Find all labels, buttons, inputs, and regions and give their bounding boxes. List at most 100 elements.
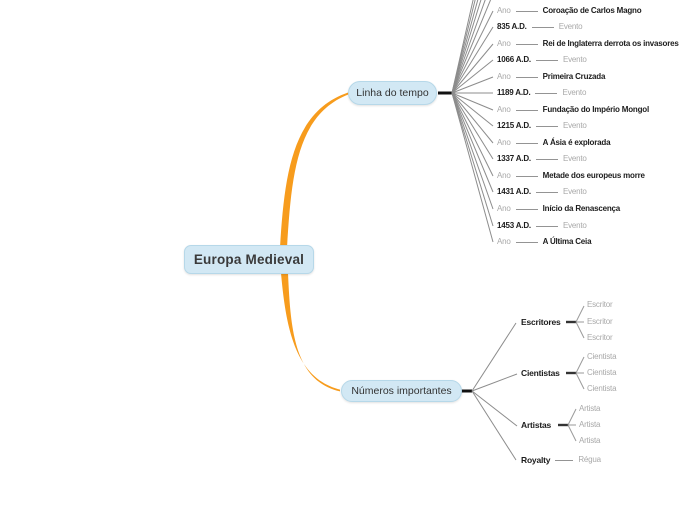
- timeline-row[interactable]: Ano A Ásia é explorada: [497, 137, 611, 149]
- row-right-label: Fundação do Império Mongol: [542, 105, 650, 114]
- category-artistas[interactable]: Artistas: [521, 419, 551, 431]
- child-topic[interactable]: Cientista: [587, 367, 617, 379]
- row-left-label: Ano: [497, 138, 511, 147]
- timeline-row[interactable]: Ano Fundação do Império Mongol: [497, 104, 649, 116]
- row-connector-dash: [515, 241, 538, 243]
- row-left-label: 1215 A.D.: [497, 121, 531, 130]
- row-connector-dash: [515, 142, 538, 144]
- child-topic-label: Régua: [578, 455, 601, 464]
- row-right-label: A Ásia é explorada: [542, 138, 611, 147]
- row-right-label: Evento: [558, 22, 583, 31]
- timeline-row[interactable]: 1215 A.D. Evento: [497, 120, 587, 132]
- row-connector-dash: [515, 175, 538, 177]
- child-topic[interactable]: Artista: [579, 435, 600, 447]
- category-label: Cientistas: [521, 368, 560, 378]
- row-left-label: 1431 A.D.: [497, 187, 531, 196]
- row-right-label: Metade dos europeus morre: [542, 171, 645, 180]
- timeline-row[interactable]: 1431 A.D. Evento: [497, 186, 587, 198]
- timeline-row[interactable]: 1189 A.D. Evento: [497, 87, 586, 99]
- row-connector-dash: [535, 125, 558, 127]
- row-left-label: Ano: [497, 204, 511, 213]
- row-left-label: Ano: [497, 72, 511, 81]
- timeline-row[interactable]: 835 A.D. Evento: [497, 21, 583, 33]
- child-topic[interactable]: Artista: [579, 403, 600, 415]
- category-label: Artistas: [521, 420, 552, 430]
- row-left-label: 1189 A.D.: [497, 88, 531, 97]
- central-topic-label: Europa Medieval: [193, 252, 305, 267]
- branch-stub-lines: [438, 91, 472, 393]
- timeline-fan: [451, 0, 494, 243]
- row-left-label: Ano: [497, 171, 511, 180]
- row-left-label: 1066 A.D.: [497, 55, 531, 64]
- child-topic-label: Cientista: [587, 352, 617, 361]
- category-label: Escritores: [521, 317, 561, 327]
- row-connector-dash: [515, 109, 538, 111]
- row-right-label: Evento: [562, 88, 587, 97]
- branch-curve-bottom: [281, 273, 340, 392]
- branch-label: Números importantes: [351, 385, 452, 397]
- timeline-row[interactable]: 1337 A.D. Evento: [497, 153, 587, 165]
- category-sub-fans: [567, 305, 585, 442]
- branch-node-numeros-importantes[interactable]: Números importantes: [341, 380, 462, 402]
- category-stub-lines: [558, 320, 576, 427]
- row-right-label: Evento: [562, 121, 587, 130]
- child-topic-label: Escritor: [587, 333, 613, 342]
- child-topic[interactable]: Artista: [579, 419, 600, 431]
- row-right-label: Primeira Cruzada: [542, 72, 606, 81]
- row-connector-dash: [535, 59, 558, 61]
- child-topic-label: Cientista: [587, 384, 617, 393]
- child-topic-label: Artista: [579, 404, 601, 413]
- child-topic-label: Escritor: [587, 317, 613, 326]
- row-left-label: 1453 A.D.: [497, 221, 531, 230]
- row-right-label: A Última Ceia: [542, 237, 592, 246]
- row-left-label: Ano: [497, 39, 511, 48]
- timeline-row[interactable]: 1066 A.D. Evento: [497, 54, 587, 66]
- row-right-label: Rei de Inglaterra derrota os invasores: [542, 39, 679, 48]
- row-left-label: Ano: [497, 237, 511, 246]
- row-connector-dash: [535, 191, 558, 193]
- category-cientistas[interactable]: Cientistas: [521, 367, 560, 379]
- child-topic[interactable]: Escritor: [587, 316, 613, 328]
- row-connector-dash: [515, 10, 538, 12]
- category-label: Royalty: [521, 455, 551, 465]
- numbers-fan: [471, 322, 518, 461]
- row-right-label: Início da Renascença: [542, 204, 621, 213]
- row-connector-dash: [555, 459, 574, 461]
- row-right-label: Evento: [562, 187, 587, 196]
- timeline-row[interactable]: Ano Rei de Inglaterra derrota os invasor…: [497, 38, 679, 50]
- timeline-row[interactable]: Ano A Última Ceia: [497, 236, 592, 248]
- row-connector-dash: [515, 43, 538, 45]
- branch-node-linha-do-tempo[interactable]: Linha do tempo: [348, 81, 437, 105]
- row-connector-dash: [535, 92, 558, 94]
- child-topic[interactable]: Cientista: [587, 383, 617, 395]
- row-left-label: Ano: [497, 6, 511, 15]
- row-left-label: 1337 A.D.: [497, 154, 531, 163]
- row-right-label: Evento: [562, 154, 587, 163]
- row-connector-dash: [515, 76, 538, 78]
- child-topic[interactable]: Escritor: [587, 299, 613, 311]
- row-left-label: Ano: [497, 105, 511, 114]
- row-right-label: Evento: [562, 221, 587, 230]
- row-connector-dash: [535, 158, 558, 160]
- row-right-label: Evento: [562, 55, 587, 64]
- branch-label: Linha do tempo: [356, 87, 429, 99]
- timeline-row[interactable]: Ano Coroação de Carlos Magno: [497, 5, 642, 17]
- timeline-row[interactable]: 1453 A.D. Evento: [497, 220, 587, 232]
- row-connector-dash: [515, 208, 538, 210]
- row-connector-dash: [531, 26, 554, 28]
- child-topic-label: Cientista: [587, 368, 617, 377]
- timeline-row[interactable]: Ano Início da Renascença: [497, 203, 620, 215]
- row-left-label: 835 A.D.: [497, 22, 527, 31]
- timeline-row[interactable]: Ano Metade dos europeus morre: [497, 170, 645, 182]
- category-royalty[interactable]: Royalty Régua: [521, 454, 601, 466]
- branch-curve-top: [280, 92, 349, 249]
- child-topic[interactable]: Escritor: [587, 332, 613, 344]
- timeline-row[interactable]: Ano Primeira Cruzada: [497, 71, 605, 83]
- child-topic-label: Escritor: [587, 300, 613, 309]
- category-escritores[interactable]: Escritores: [521, 316, 561, 328]
- central-topic-node[interactable]: Europa Medieval: [184, 245, 314, 274]
- child-topic[interactable]: Cientista: [587, 351, 617, 363]
- child-topic-label: Artista: [579, 436, 601, 445]
